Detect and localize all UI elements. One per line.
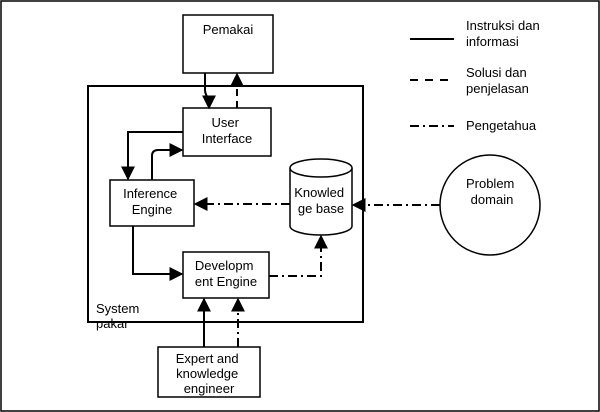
problem-domain-label: Problem domain [466,176,518,207]
system-pakar-label: System pakar [96,301,143,331]
knowledge-base-cylinder [289,158,353,236]
legend-dashed-label: Solusi dan penjelasan [466,65,530,96]
pemakai-box [182,14,274,74]
arrow-pemakai-to-ui [202,73,216,110]
expert-box [157,346,261,398]
pemakai-label: Pemakai [203,22,254,37]
expert-label: Expert and knowledge engineer [176,351,243,396]
knowledge-base-label: Knowled ge base [294,185,348,216]
arrow-inference-to-development [132,226,184,281]
user-interface-label: User Interface [202,115,253,146]
development-engine-label: Developm ent Engine [195,258,257,289]
development-engine-box [182,251,270,299]
legend-solid-label: Instruksi dan informasi [466,18,543,49]
legend-dashdot-label: Pengetahua [466,118,537,133]
arrow-ui-to-inference [121,131,183,181]
inference-engine-label: Inference Engine [123,186,181,217]
legend: Instruksi dan informasi Solusi dan penje… [410,18,543,133]
arrow-inference-to-ui [151,143,184,180]
arrow-development-to-kb [269,234,328,277]
